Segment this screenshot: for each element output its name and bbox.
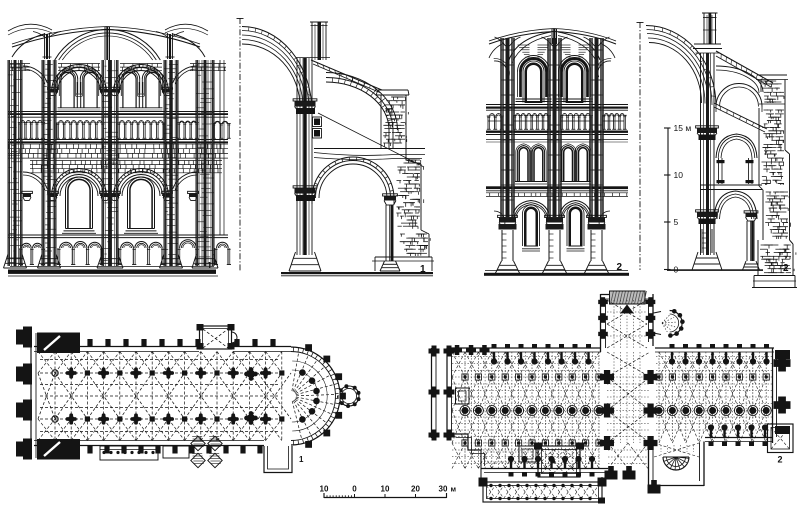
- svg-text:0: 0: [352, 485, 357, 494]
- svg-text:2: 2: [783, 263, 789, 274]
- svg-text:м: м: [451, 485, 457, 494]
- svg-text:1: 1: [420, 264, 426, 275]
- svg-text:1: 1: [207, 261, 212, 271]
- svg-text:20: 20: [411, 485, 420, 494]
- svg-text:1: 1: [299, 455, 304, 464]
- svg-text:10: 10: [320, 485, 329, 494]
- svg-text:2: 2: [617, 262, 623, 273]
- svg-text:10: 10: [674, 170, 684, 180]
- svg-text:15 м: 15 м: [674, 123, 692, 133]
- svg-text:30: 30: [439, 485, 448, 494]
- svg-text:10: 10: [381, 485, 390, 494]
- svg-text:5: 5: [674, 217, 679, 227]
- svg-text:2: 2: [778, 455, 783, 465]
